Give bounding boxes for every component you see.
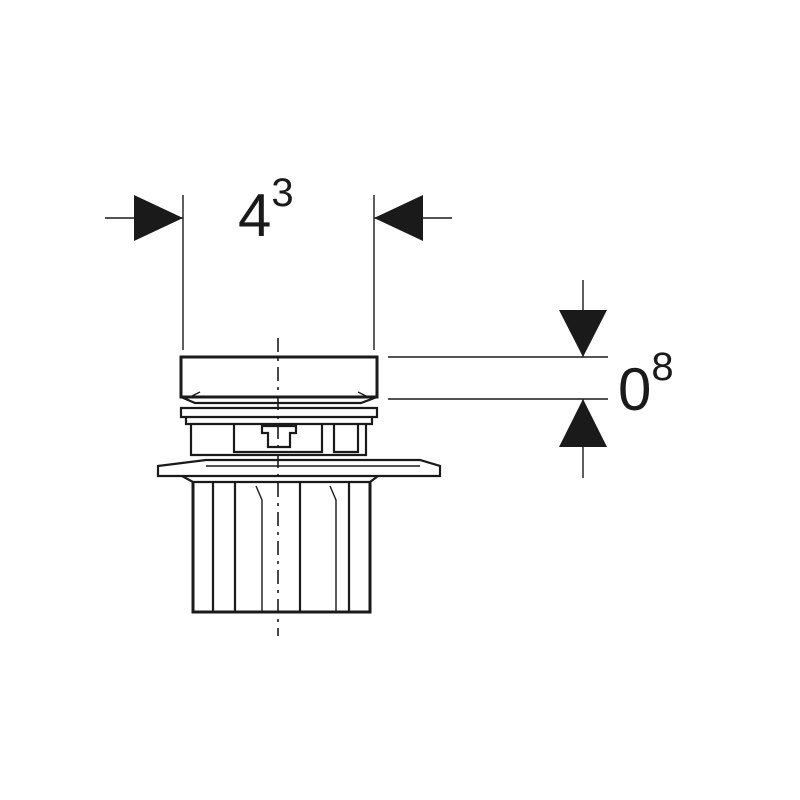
height-dimension-value: 0 — [618, 356, 651, 423]
top-frame-detail-right — [357, 391, 373, 400]
lower-cylinder — [191, 482, 372, 614]
lower-cylinder-top — [181, 475, 379, 484]
middle-window-right — [332, 424, 360, 454]
height-dimension-label: 08 — [618, 345, 674, 423]
locking-tab — [260, 424, 298, 449]
flange-plate — [156, 458, 442, 478]
middle-window-left — [232, 424, 324, 454]
width-dimension-label: 43 — [238, 171, 294, 249]
arrow-up-icon — [559, 399, 607, 447]
width-dimension: 43 — [105, 171, 452, 350]
arrow-left-icon — [374, 195, 423, 241]
width-dimension-value: 4 — [238, 182, 271, 249]
collar-top — [179, 406, 379, 419]
collar-ring — [184, 417, 374, 426]
arrow-down-icon — [559, 310, 607, 357]
height-dimension-exponent: 8 — [651, 345, 673, 389]
cylinder-rib-left — [255, 485, 263, 612]
drain-part — [156, 338, 442, 636]
arrow-right-icon — [134, 195, 183, 241]
width-dimension-exponent: 3 — [271, 171, 293, 215]
height-dimension: 08 — [388, 280, 674, 478]
top-frame — [179, 355, 379, 399]
top-frame-detail-left — [185, 391, 201, 400]
cylinder-rib-right — [329, 485, 337, 612]
